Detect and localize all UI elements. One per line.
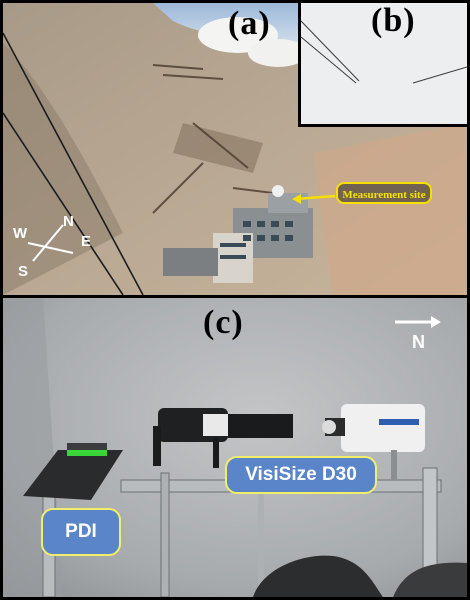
- compass-south-label: S: [18, 263, 29, 280]
- compass-rose: [27, 224, 74, 262]
- callout-arrow: [295, 194, 336, 201]
- compass-east-label: E: [81, 233, 92, 250]
- panel-c-label: (c): [203, 304, 244, 341]
- compass-west-label: W: [13, 225, 28, 242]
- panel-a-photo: (a) W N E S: [3, 3, 467, 295]
- north-arrow-icon: [395, 316, 441, 328]
- cable-car-wires: [3, 32, 144, 295]
- pdi-instrument: [23, 443, 123, 500]
- observatory-building: [163, 185, 313, 283]
- visisize-light-source: [322, 404, 425, 480]
- panel-b-inset: (b): [298, 3, 467, 127]
- panel-b-label: (b): [371, 3, 416, 39]
- dark-foreground-covers: [253, 555, 467, 597]
- pdi-label: PDI: [41, 508, 121, 556]
- fog-inset-scene: [301, 3, 467, 124]
- visisize-label: VisiSize D30: [225, 456, 377, 494]
- measurement-site-callout: Measurement site: [336, 182, 432, 204]
- mountain-scene: [3, 3, 467, 295]
- panel-a-label: (a): [228, 5, 271, 42]
- panel-c-photo: (c) VisiSize D30 PDI: [3, 298, 467, 597]
- north-arrow-label: N: [412, 332, 425, 352]
- visisize-camera: [153, 408, 293, 468]
- instrument-scene: [3, 298, 467, 597]
- compass-north-label: N: [63, 213, 74, 230]
